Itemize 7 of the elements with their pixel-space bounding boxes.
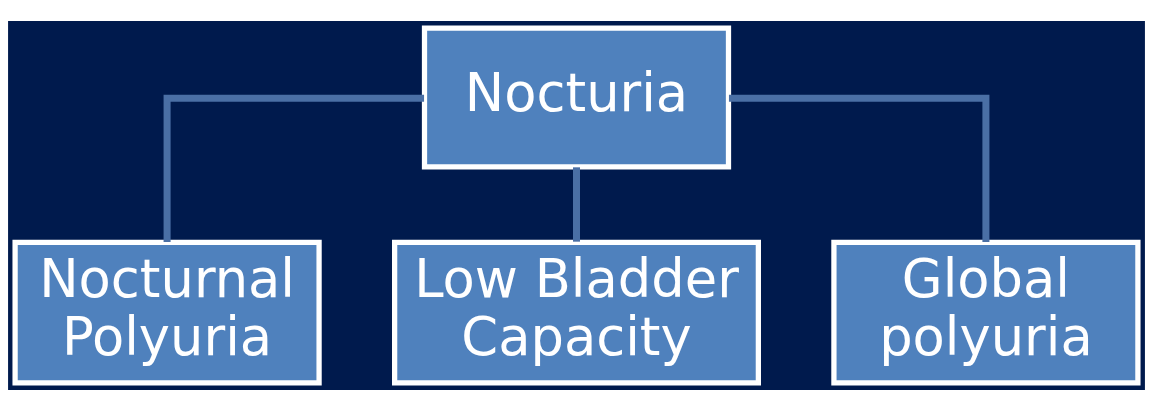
node-box: Nocturnal Polyuria <box>12 239 322 386</box>
connector <box>163 94 425 242</box>
node-box: Global polyuria <box>831 239 1141 386</box>
node-box: Nocturia <box>421 24 732 169</box>
connector <box>728 94 990 242</box>
node-box: Low Bladder Capacity <box>392 239 761 386</box>
connector <box>573 166 580 242</box>
